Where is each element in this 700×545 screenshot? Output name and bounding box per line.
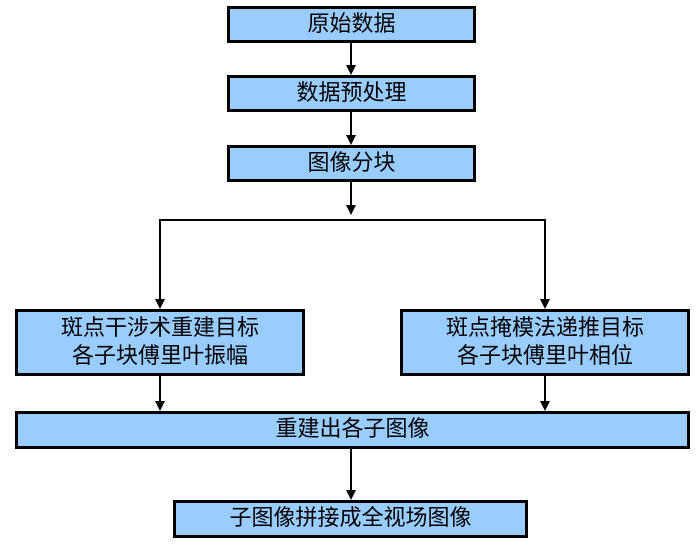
stitch-box: 子图像拼接成全视场图像 — [173, 500, 528, 538]
preprocess-label: 数据预处理 — [296, 80, 407, 106]
fourier-amplitude-box: 斑点干涉术重建目标 各子块傅里叶振幅 — [15, 309, 305, 376]
stitch-label: 子图像拼接成全视场图像 — [229, 506, 472, 532]
fourier-amplitude-line2: 各子块傅里叶振幅 — [71, 343, 248, 369]
fourier-phase-line1: 斑点掩模法递推目标 — [445, 316, 644, 341]
fourier-phase-box: 斑点掩模法递推目标 各子块傅里叶相位 — [400, 309, 690, 376]
preprocess-box: 数据预处理 — [227, 75, 476, 112]
image-blocks-label: 图像分块 — [307, 150, 396, 176]
raw-data-label: 原始数据 — [307, 11, 396, 37]
image-blocks-box: 图像分块 — [227, 145, 476, 182]
raw-data-box: 原始数据 — [227, 6, 476, 43]
reconstruct-box: 重建出各子图像 — [15, 411, 690, 449]
fourier-phase-line2: 各子块傅里叶相位 — [456, 343, 633, 369]
fourier-amplitude-line1: 斑点干涉术重建目标 — [60, 316, 259, 341]
reconstruct-label: 重建出各子图像 — [275, 417, 430, 443]
